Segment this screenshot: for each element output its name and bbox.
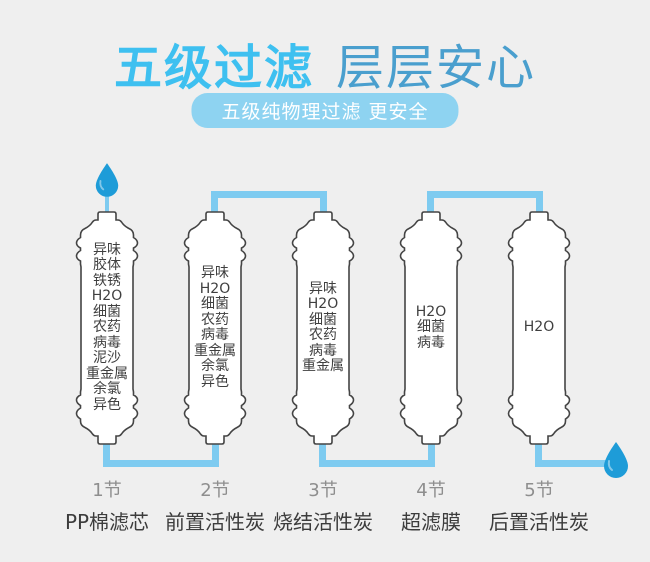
contaminant-label: 胶体 <box>93 257 121 274</box>
contaminant-label: 泥沙 <box>93 350 121 367</box>
filter-name: 烧结活性炭 <box>273 510 373 534</box>
contaminant-label: 异味 <box>309 280 337 297</box>
contaminant-label: 病毒 <box>309 342 337 359</box>
filter-cartridge-icon: H2O <box>506 211 572 445</box>
pipe-bottom-3-4 <box>319 438 435 467</box>
pipe-inlet <box>105 195 109 214</box>
contaminant-list: H2O <box>511 233 567 423</box>
water-drop-outlet-icon <box>604 442 628 478</box>
stage-number: 5节 <box>524 480 554 501</box>
contaminant-label: H2O <box>523 319 555 336</box>
contaminant-label: 异味 <box>201 265 229 281</box>
stage-number: 4节 <box>416 480 446 501</box>
contaminant-label: 异味 <box>93 241 121 258</box>
stage-number: 3节 <box>308 480 338 501</box>
contaminant-label: 重金属 <box>86 365 128 382</box>
subtitle-banner: 五级纯物理过滤 更安全 <box>191 93 459 128</box>
contaminant-label: 重金属 <box>194 342 236 359</box>
pipe-top-2-3 <box>211 191 327 215</box>
contaminant-label: 细菌 <box>417 319 445 336</box>
filter-name: PP棉滤芯 <box>64 510 150 534</box>
contaminant-label: H2O <box>307 296 339 312</box>
contaminant-label: 重金属 <box>302 358 344 374</box>
filter-column-5: H2O 5节 后置活性炭 <box>474 211 604 535</box>
contaminant-label: 异色 <box>201 373 229 390</box>
stage-number: 2节 <box>200 480 230 501</box>
contaminant-label: 病毒 <box>417 334 445 351</box>
contaminant-label: 病毒 <box>93 334 121 351</box>
contaminant-label: H2O <box>91 288 123 305</box>
pipe-bottom-1-2 <box>103 438 219 467</box>
contaminant-label: 细菌 <box>93 303 121 320</box>
contaminant-label: 铁锈 <box>93 272 121 289</box>
contaminant-label: 农药 <box>309 327 337 343</box>
contaminant-label: 异色 <box>93 396 121 413</box>
contaminant-label: 病毒 <box>201 327 229 343</box>
contaminant-label: 余氯 <box>93 381 121 398</box>
filter-name: 前置活性炭 <box>165 510 265 534</box>
pipe-top-4-5 <box>427 191 543 215</box>
filter-name: 超滤膜 <box>401 510 461 534</box>
page-title-secondary: 层层安心 <box>336 40 537 96</box>
contaminant-label: 细菌 <box>201 296 229 312</box>
contaminant-label: 农药 <box>201 311 229 328</box>
contaminant-label: 余氯 <box>201 358 229 374</box>
filter-name: 后置活性炭 <box>489 510 589 534</box>
contaminant-label: H2O <box>415 303 447 320</box>
stage-number: 1节 <box>92 480 122 501</box>
page-title-primary: 五级过滤 <box>113 40 314 96</box>
water-drop-inlet-icon <box>95 163 119 197</box>
contaminant-label: H2O <box>199 280 231 297</box>
pipe-outlet <box>535 438 607 467</box>
contaminant-label: 细菌 <box>309 311 337 328</box>
contaminant-label: 农药 <box>93 319 121 336</box>
page-title: 五级过滤层层安心 <box>0 28 650 98</box>
